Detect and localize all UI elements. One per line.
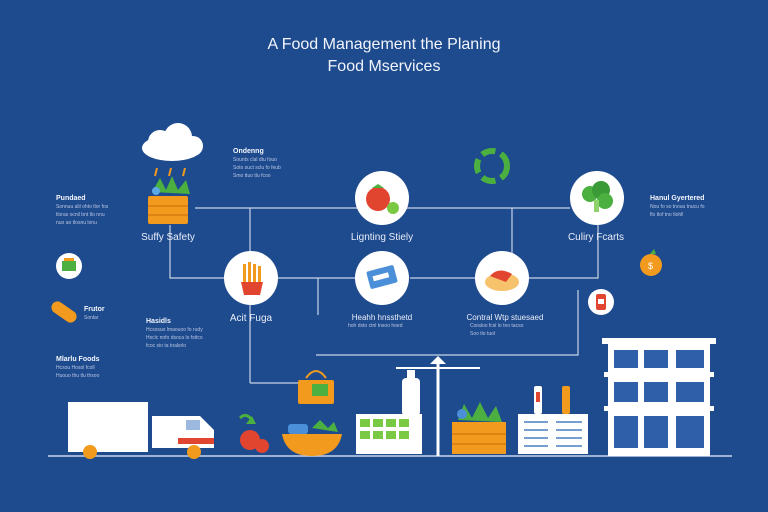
document-icon <box>518 414 588 454</box>
label-health-inspections: Heahh hnssthetd <box>351 313 413 322</box>
building-icon <box>602 338 716 456</box>
fruit-icon <box>238 413 269 453</box>
label-culinary-foods: Culiry Fcarts <box>567 232 625 243</box>
basket-icon <box>148 176 190 224</box>
note-handle-line: Hsclc nnfo dsoca lo fsttco <box>146 335 203 341</box>
note-manufoods-heading: Mlarlu Foods <box>56 356 100 363</box>
label-lighting-safety: Lignting Stiely <box>350 232 414 243</box>
note-ordering-line: Sounts clal dtu fouo <box>233 157 277 163</box>
fries-node <box>224 251 278 305</box>
note-ordering-heading: Ondenng <box>233 148 264 155</box>
note-produced-line: nuo ao tlosnu lonu <box>56 220 97 226</box>
note-health-line: hoh dsto ctnl tnsoo hoed <box>348 323 403 329</box>
note-produced-line: Sonnuu alil ohto tlor fos <box>56 204 109 210</box>
note-human-heading: Hanul Gyertered <box>650 195 705 202</box>
svg-text:$: $ <box>648 261 653 271</box>
note-central-line: Soo tlo tuol <box>470 331 496 337</box>
broccoli-node <box>570 171 624 225</box>
diagram-title: A Food Management the Planing <box>267 36 501 53</box>
scale-icon <box>396 356 480 456</box>
truck-icon <box>68 402 214 459</box>
recycle-icon <box>474 148 510 184</box>
can-icon <box>588 289 614 315</box>
note-produced-heading: Pundaed <box>56 195 86 202</box>
note-handle-line: Hcsosuo lmaouoo fo rudy <box>146 327 203 333</box>
bottle-icon <box>534 386 570 414</box>
note-handle-heading: Hasidls <box>146 318 171 325</box>
label-act-fuga: Acit Fuga <box>229 313 273 324</box>
ticket-node <box>355 251 409 305</box>
diagram-subtitle: Food Mservices <box>327 58 441 75</box>
note-handle-line: fcoc sio ta toalsrlo <box>146 343 187 349</box>
orange-icon: $ <box>640 249 662 276</box>
note-manufoods-line: Huouo thu tlu thsoo <box>56 373 100 379</box>
egg-tray-icon <box>356 414 422 454</box>
note-manufoods-line: Hcsou Hosol fcoll <box>56 365 95 371</box>
bag-icon <box>298 370 334 404</box>
note-fruits-heading: Frutor <box>84 306 105 313</box>
bowl-icon <box>282 420 342 456</box>
note-central-line: Coraloo fcsl lo tno tacso <box>470 323 524 329</box>
sausage-icon <box>51 301 77 323</box>
food-plate-node <box>475 251 529 305</box>
note-produced-line: tloras ocnil bnt tlo nnu <box>56 212 105 218</box>
label-central-management: Contral Wtp stuesaed <box>466 313 544 322</box>
note-ordering-line: Smo ttuo tlu fcoo <box>233 173 271 179</box>
note-human-line: flo tlof tno tlohll <box>650 212 684 218</box>
note-ordering-line: Soto suct sclu fo feub <box>233 165 281 171</box>
cloud-rain-icon <box>142 123 203 177</box>
pot-icon <box>56 253 82 279</box>
tomato-node <box>355 171 409 225</box>
label-supply-safety: Suffy Safety <box>141 232 195 243</box>
crate-icon <box>452 402 506 454</box>
note-fruits-line: Sonlar <box>84 315 99 321</box>
note-human-line: Nou fo so tnouu tnucu fo <box>650 204 705 210</box>
